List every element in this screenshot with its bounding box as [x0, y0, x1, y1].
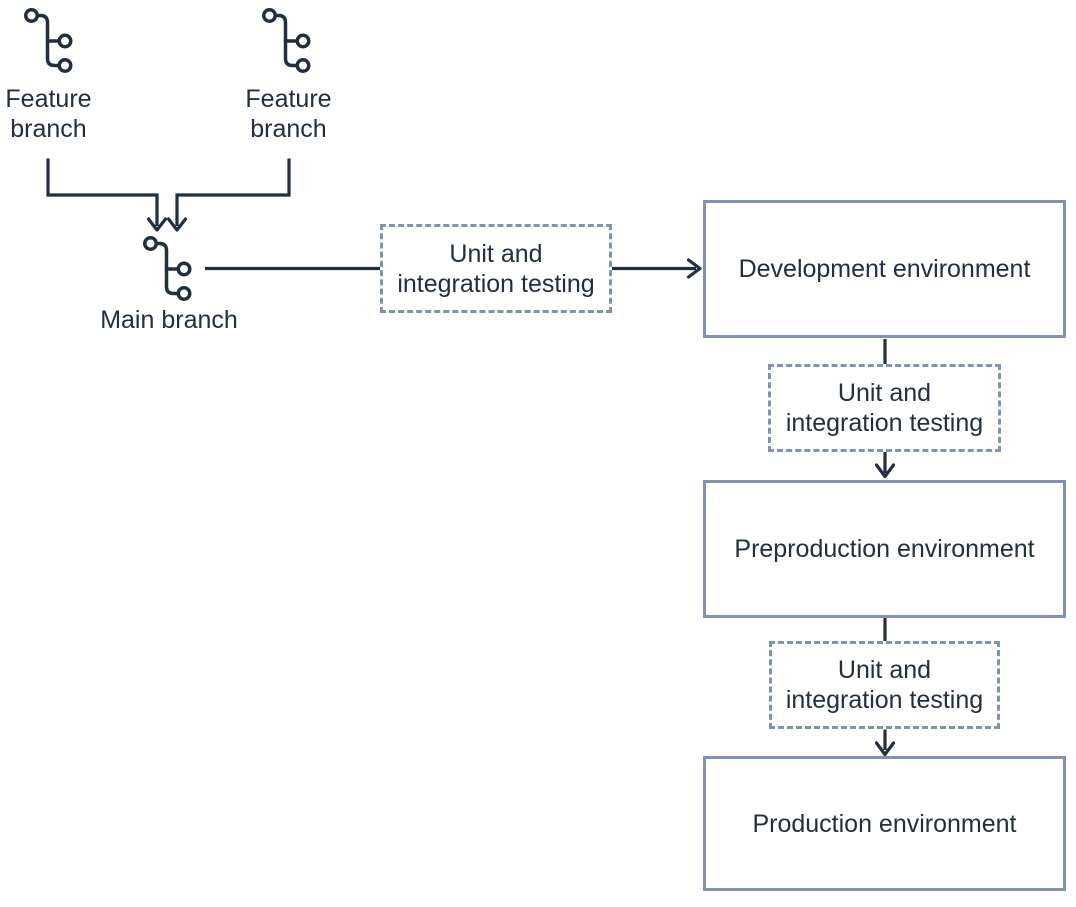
- git-branch-icon: [262, 8, 311, 73]
- arrowhead-to-preprod: [874, 463, 896, 479]
- feature-branch-label: Feature branch: [5, 85, 92, 143]
- git-branch-icon: [143, 236, 192, 301]
- main-branch-label: Main branch: [100, 306, 238, 334]
- merge-connector-left: [46, 158, 159, 226]
- development-environment-box: Development environment: [703, 200, 1066, 338]
- environment-label: Preproduction environment: [734, 535, 1035, 563]
- testing-step-label: Unit and integration testing: [785, 379, 984, 437]
- environment-label: Development environment: [738, 255, 1031, 283]
- testing-step-label: Unit and integration testing: [397, 239, 595, 298]
- production-environment-box: Production environment: [703, 756, 1066, 891]
- testing-step-after-preproduction: Unit and integration testing: [769, 641, 1000, 729]
- arrowhead-merge-left: [146, 217, 168, 232]
- git-branch-icon: [24, 8, 73, 73]
- arrowhead-merge-right: [166, 217, 188, 232]
- environment-label: Production environment: [752, 809, 1017, 838]
- merge-connector-right: [175, 158, 291, 226]
- preproduction-environment-box: Preproduction environment: [703, 480, 1066, 618]
- arrowhead-to-dev: [686, 258, 702, 279]
- feature-branch-label: Feature branch: [245, 85, 332, 143]
- testing-step-label: Unit and integration testing: [785, 656, 984, 714]
- testing-step-after-development: Unit and integration testing: [768, 364, 1001, 452]
- arrowhead-to-prod: [874, 741, 896, 757]
- testing-step-after-merge: Unit and integration testing: [380, 224, 612, 313]
